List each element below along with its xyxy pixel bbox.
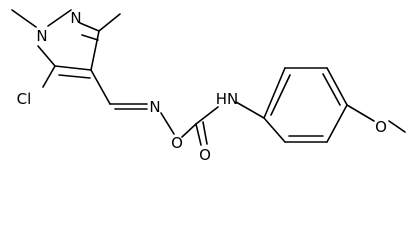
atom-label-amide-nh: HN [216,90,239,108]
bond-lines [11,9,406,146]
atom-label-chloro: Cl [17,90,32,108]
atom-label-methoxy-o: O [375,118,387,136]
chemical-structure-diagram: N N Cl N O O HN O [11,9,406,164]
atom-label-oxime-n: N [149,98,160,116]
atom-label-oxime-o: O [171,134,183,152]
atom-label-n-ring: N [70,9,81,27]
atom-label-carbonyl-o: O [199,146,211,164]
atom-label-n-methyl: N [36,27,47,45]
atom-labels: N N Cl N O O HN O [17,9,387,164]
